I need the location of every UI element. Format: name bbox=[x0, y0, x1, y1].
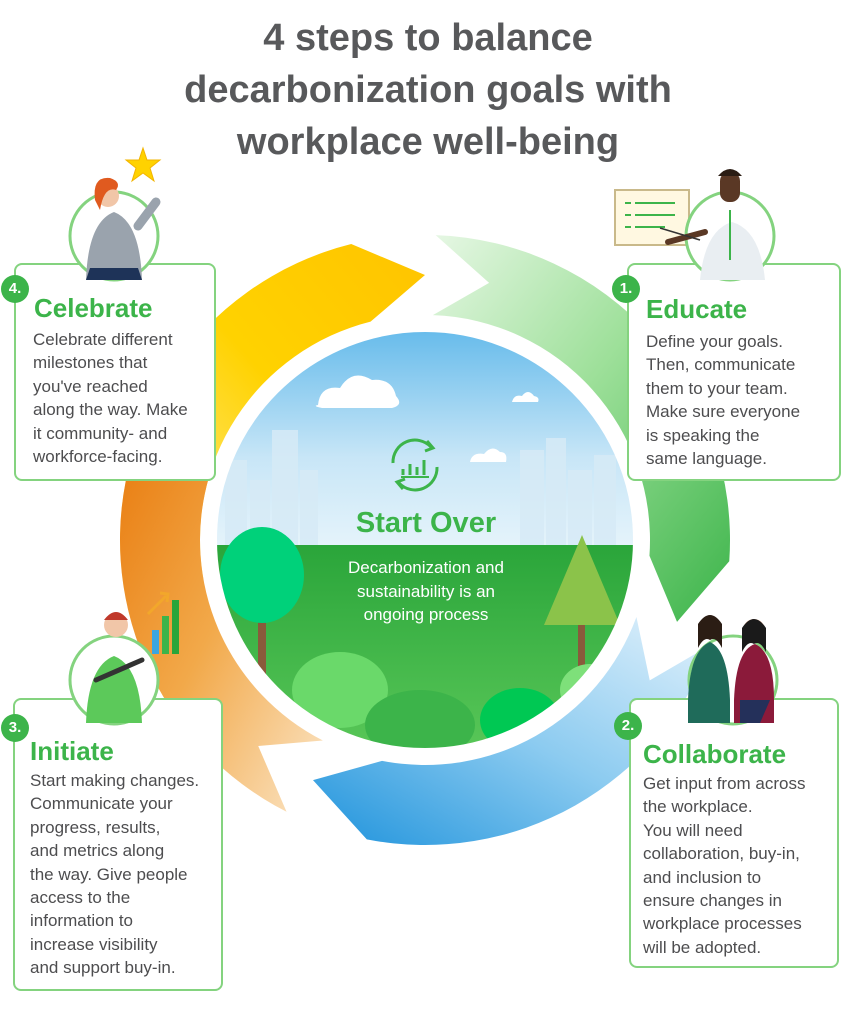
cloud bbox=[512, 392, 539, 402]
title-line-3: workplace well-being bbox=[236, 121, 620, 163]
skyline-building bbox=[225, 460, 247, 550]
step-body-celebrate: Celebrate different milestones that you'… bbox=[33, 330, 188, 467]
skyline-building bbox=[568, 470, 592, 550]
tree-trunk bbox=[258, 610, 266, 690]
refresh-growth-chart-icon bbox=[391, 438, 439, 492]
tree-left bbox=[220, 527, 304, 623]
skyline-building bbox=[546, 438, 566, 550]
tree-right bbox=[544, 535, 620, 625]
step-body-initiate: Start making changes. Communicate your p… bbox=[30, 771, 200, 978]
scene-border bbox=[209, 324, 641, 756]
step-card-educate bbox=[627, 263, 841, 481]
step-card-initiate bbox=[13, 698, 223, 991]
step-card-celebrate bbox=[14, 263, 216, 481]
skyline-building bbox=[520, 450, 544, 550]
step-number-badge: 4. bbox=[1, 275, 29, 303]
step-number-badge: 1. bbox=[612, 275, 640, 303]
skyline-building bbox=[300, 470, 318, 550]
cloud bbox=[470, 448, 507, 462]
step-card-collaborate bbox=[629, 698, 839, 968]
step-title-celebrate: Celebrate bbox=[34, 293, 153, 323]
cloud bbox=[315, 375, 400, 408]
step-number-badge: 3. bbox=[1, 714, 29, 742]
step-number-badge: 2. bbox=[614, 712, 642, 740]
title-line-1: 4 steps to balance bbox=[263, 17, 593, 59]
step-body-collaborate: Get input from across the workplace. You… bbox=[643, 774, 806, 957]
step-title-initiate: Initiate bbox=[30, 736, 114, 766]
center-subtitle: Decarbonization and sustainability is an… bbox=[348, 558, 504, 625]
skyline-building bbox=[594, 455, 616, 550]
page-title: 4 steps to balance decarbonization goals… bbox=[0, 12, 856, 168]
arrow-initiate-orange bbox=[119, 407, 323, 812]
bush bbox=[292, 652, 388, 728]
arrow-collaborate-blue bbox=[313, 616, 712, 846]
step-body-educate: Define your goals. Then, communicate the… bbox=[646, 332, 801, 469]
center-title: Start Over bbox=[355, 507, 497, 539]
arrow-educate-green bbox=[432, 235, 730, 622]
step-title-educate: Educate bbox=[646, 294, 748, 324]
tree-trunk bbox=[578, 600, 585, 670]
bush bbox=[365, 690, 475, 752]
step-title-collaborate: Collaborate bbox=[643, 739, 787, 769]
title-line-2: decarbonization goals with bbox=[184, 69, 672, 111]
